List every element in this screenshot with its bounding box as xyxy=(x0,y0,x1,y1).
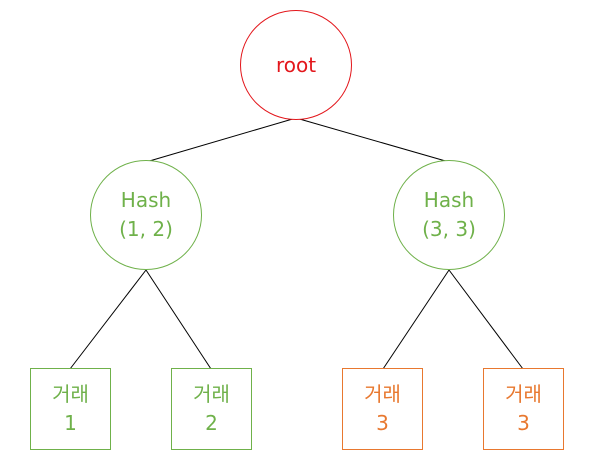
hash-node-inputs: (3, 3) xyxy=(422,217,476,241)
edge-hash-left-to-tx-1 xyxy=(69,269,147,370)
edge-hash-right-to-tx-4 xyxy=(448,269,524,370)
hash-node-title: Hash xyxy=(423,188,475,212)
edge-hash-right-to-tx-3 xyxy=(382,269,450,370)
hash-node-1-2: Hash (1, 2) xyxy=(90,160,202,270)
transaction-number: 3 xyxy=(376,411,389,435)
transaction-node-3: 거래 3 xyxy=(342,368,423,450)
transaction-node-2: 거래 2 xyxy=(171,368,252,450)
transaction-node-1: 거래 1 xyxy=(30,368,111,450)
hash-node-title: Hash xyxy=(120,188,172,212)
transaction-label: 거래 xyxy=(193,382,230,406)
transaction-number: 3 xyxy=(517,411,530,435)
edge-hash-left-to-tx-2 xyxy=(145,269,212,370)
root-label: root xyxy=(275,52,317,77)
root-node: root xyxy=(240,10,352,120)
transaction-label: 거래 xyxy=(364,382,401,406)
transaction-label: 거래 xyxy=(52,382,89,406)
edge-root-to-hash-right xyxy=(295,117,450,163)
transaction-node-3-duplicate: 거래 3 xyxy=(483,368,564,450)
hash-node-3-3: Hash (3, 3) xyxy=(393,160,505,270)
hash-node-inputs: (1, 2) xyxy=(119,217,173,241)
transaction-number: 2 xyxy=(205,411,218,435)
transaction-label: 거래 xyxy=(505,382,542,406)
transaction-number: 1 xyxy=(64,411,77,435)
edge-root-to-hash-left xyxy=(145,117,297,163)
